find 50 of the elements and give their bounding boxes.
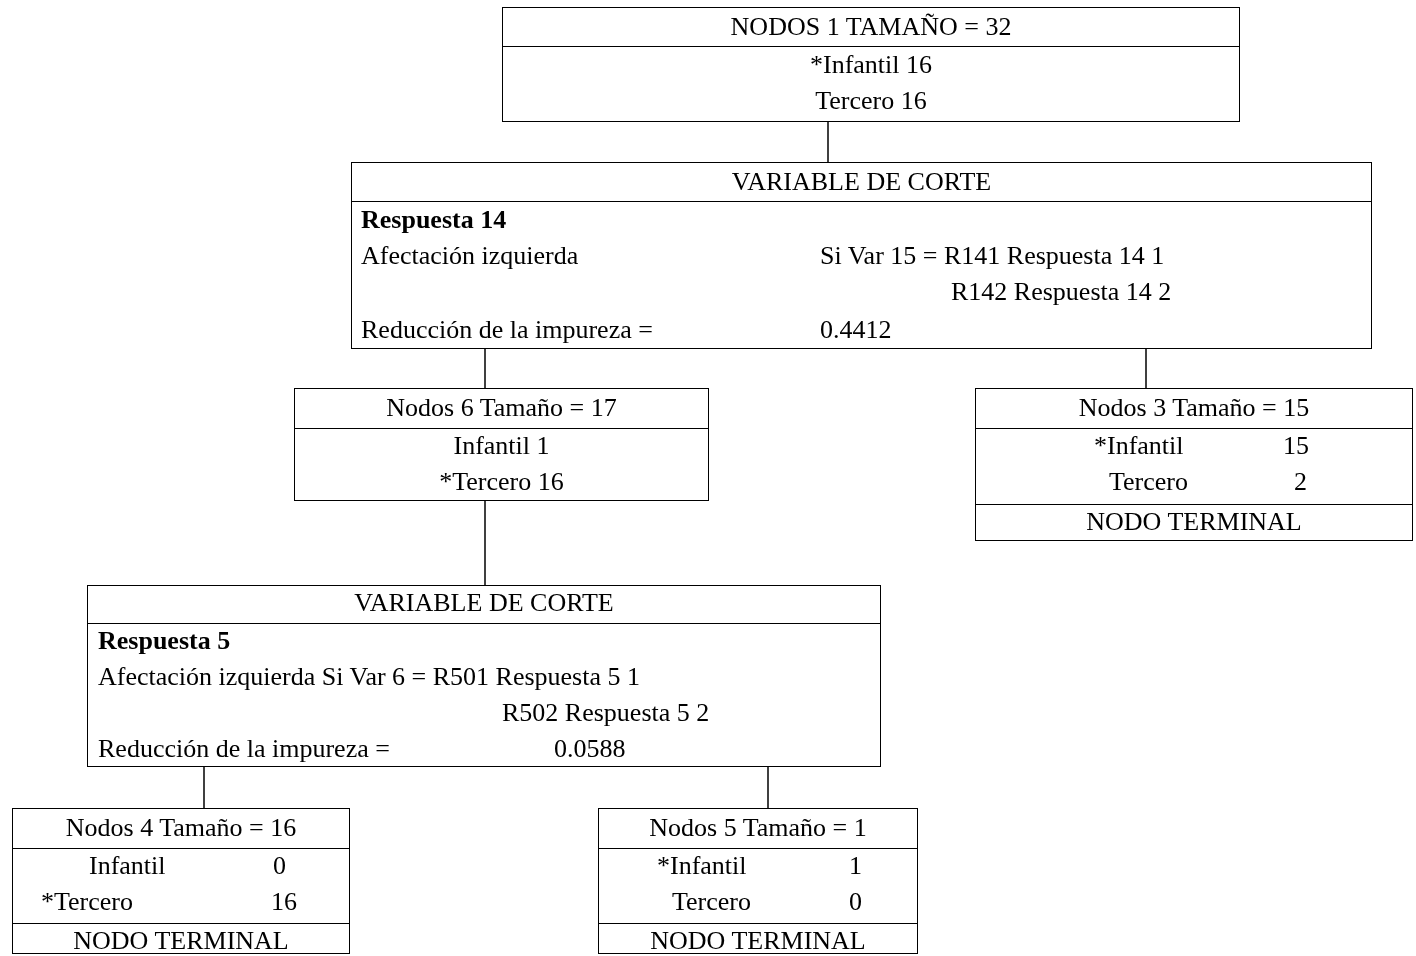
- node-text: Infantil: [89, 851, 166, 881]
- node-text: Respuesta 5: [98, 626, 231, 656]
- node-text: *Tercero: [41, 887, 133, 917]
- node-heading: VARIABLE DE CORTE: [353, 588, 615, 618]
- node-heading: Nodos 3 Tamaño = 15: [1077, 393, 1311, 423]
- node-text: NODO TERMINAL: [649, 926, 867, 956]
- node-heading: VARIABLE DE CORTE: [730, 167, 993, 197]
- node-text: *Infantil: [1094, 431, 1184, 461]
- node-box: [975, 388, 1413, 541]
- node-text: 0: [849, 887, 862, 917]
- connector-line: [484, 348, 486, 389]
- node-box: [87, 585, 881, 767]
- node-text: 0.0588: [554, 734, 626, 764]
- node-text: *Infantil: [657, 851, 747, 881]
- node-text: Tercero 16: [814, 86, 928, 116]
- node-box: [351, 162, 1372, 349]
- node-text: *Tercero 16: [438, 467, 565, 497]
- node-text: 15: [1283, 431, 1309, 461]
- node-box: [12, 808, 350, 954]
- connector-line: [827, 121, 829, 163]
- node-text: 16: [271, 887, 297, 917]
- node-text: *Infantil 16: [809, 50, 933, 80]
- node-box: [294, 388, 709, 501]
- node-box: [598, 808, 918, 954]
- connector-line: [1145, 348, 1147, 389]
- node-text: Respuesta 14: [361, 205, 507, 235]
- node-text: 1: [849, 851, 862, 881]
- node-text: 2: [1294, 467, 1307, 497]
- node-text: NODO TERMINAL: [72, 926, 290, 956]
- node-text: R502 Respuesta 5 2: [502, 698, 710, 728]
- connector-line: [484, 500, 486, 586]
- node-text: Tercero: [1109, 467, 1188, 497]
- node-text: 0.4412: [820, 315, 892, 345]
- connector-line: [767, 766, 769, 809]
- node-text: Reducción de la impureza =: [361, 315, 653, 345]
- node-box: [502, 7, 1240, 122]
- node-text: Reducción de la impureza =: [98, 734, 390, 764]
- node-heading: Nodos 6 Tamaño = 17: [385, 393, 618, 423]
- node-text: R142 Respuesta 14 2: [951, 277, 1172, 307]
- node-text: Afectación izquierda: [361, 241, 579, 271]
- node-text: Si Var 15 = R141 Respuesta 14 1: [820, 241, 1165, 271]
- connector-line: [203, 766, 205, 809]
- node-heading: Nodos 4 Tamaño = 16: [64, 813, 298, 843]
- node-text: Afectación izquierda Si Var 6 = R501 Respuesta 5 1: [98, 662, 640, 692]
- node-text: Infantil 1: [452, 431, 551, 461]
- node-text: NODO TERMINAL: [1085, 507, 1303, 537]
- node-text: Tercero: [672, 887, 751, 917]
- node-heading: NODOS 1 TAMAÑO = 32: [729, 12, 1013, 42]
- node-heading: Nodos 5 Tamaño = 1: [648, 813, 868, 843]
- node-text: 0: [273, 851, 286, 881]
